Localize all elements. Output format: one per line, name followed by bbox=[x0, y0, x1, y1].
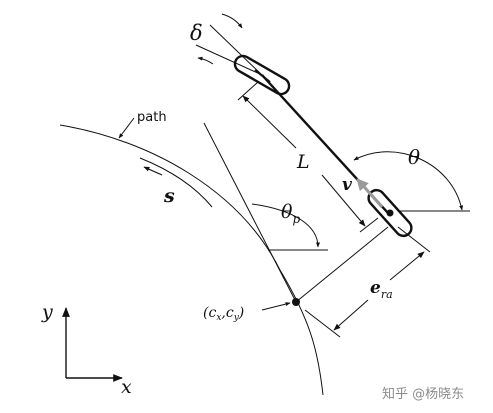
closest-point bbox=[292, 298, 300, 306]
L-dim-line-b bbox=[321, 174, 366, 227]
path-curve bbox=[59, 124, 324, 396]
watermark: 知乎 @杨晓东 bbox=[382, 386, 464, 402]
era-label: era bbox=[370, 278, 393, 301]
steer-line-2 bbox=[195, 44, 263, 76]
s-offset-arc bbox=[139, 157, 213, 208]
theta-p-arc bbox=[251, 203, 320, 248]
delta-arc-2 bbox=[197, 56, 214, 65]
theta-p-subscript: p bbox=[292, 212, 300, 226]
path-label-leader bbox=[118, 117, 135, 139]
L-label: L bbox=[296, 151, 310, 173]
L-dim-line-a bbox=[242, 95, 297, 149]
error-line bbox=[295, 226, 389, 303]
era-subscript: ra bbox=[381, 288, 393, 301]
closest-point-leader bbox=[261, 302, 291, 311]
tangent-line bbox=[203, 122, 297, 303]
delta-arc bbox=[221, 13, 243, 29]
closest-point-label: (cx,cy) bbox=[203, 305, 244, 323]
y-axis-label: y bbox=[41, 301, 53, 323]
steer-line-1 bbox=[209, 24, 263, 76]
era-ext-bottom bbox=[304, 309, 341, 338]
rear-axle-point bbox=[386, 209, 394, 217]
path-label: path bbox=[137, 110, 167, 125]
era-dim-a bbox=[389, 251, 425, 281]
theta-label: θ bbox=[408, 145, 420, 169]
theta-p-label: θp bbox=[281, 201, 300, 226]
s-label: s bbox=[163, 185, 175, 207]
x-axis-label: x bbox=[121, 376, 132, 398]
v-label: v bbox=[342, 175, 353, 195]
delta-label: δ bbox=[190, 21, 203, 45]
front-axle-mark bbox=[254, 69, 271, 83]
s-arrow bbox=[143, 166, 163, 176]
theta-arc bbox=[353, 151, 464, 211]
L-ext-top bbox=[237, 81, 259, 101]
L-ext-bottom bbox=[359, 217, 379, 233]
era-ext-top bbox=[397, 226, 431, 253]
era-dim-b bbox=[333, 299, 369, 331]
front-wheel bbox=[233, 54, 291, 96]
